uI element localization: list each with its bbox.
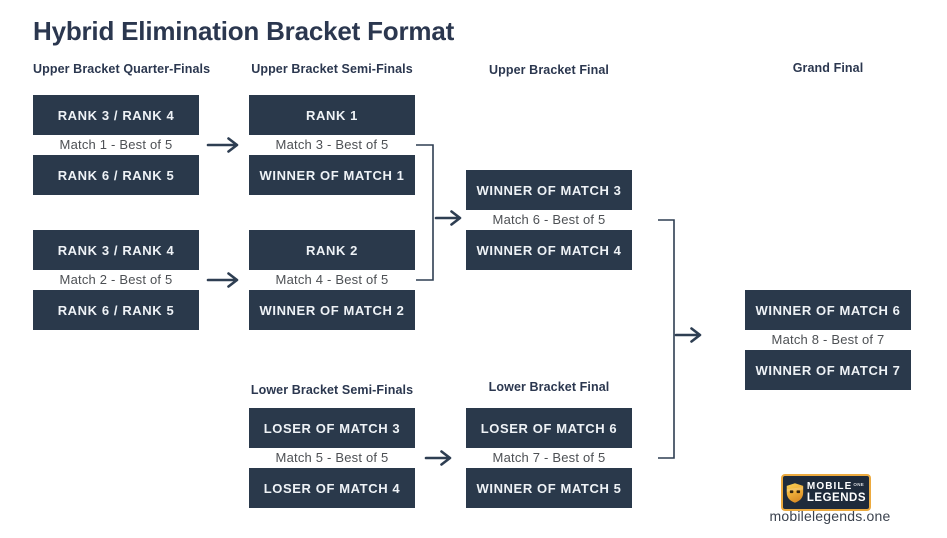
column-header-upper-semi-finals: Upper Bracket Semi-Finals	[251, 62, 413, 76]
match-label: Match 4 - Best of 5	[275, 272, 389, 287]
match-label: Match 8 - Best of 7	[771, 332, 885, 347]
team-slot-top: LOSER OF MATCH 6	[466, 408, 632, 448]
match-card-2: RANK 3 / RANK 4 Match 2 - Best of 5 RANK…	[33, 230, 199, 330]
column-header-lower-semi-finals: Lower Bracket Semi-Finals	[250, 383, 414, 397]
team-slot-bottom: WINNER OF MATCH 7	[745, 350, 911, 390]
match-card-7: LOSER OF MATCH 6 Match 7 - Best of 5 WIN…	[466, 408, 632, 508]
column-header-grand-final: Grand Final	[792, 61, 864, 75]
logo-word-legends: LEGENDS	[806, 491, 866, 504]
page-title: Hybrid Elimination Bracket Format	[33, 16, 455, 46]
match-label: Match 5 - Best of 5	[275, 450, 389, 465]
arrow-icon-match2	[206, 272, 239, 288]
website-text: mobilelegends.one	[769, 508, 891, 524]
arrow-icon-match1	[206, 137, 239, 153]
match-card-4: RANK 2 Match 4 - Best of 5 WINNER OF MAT…	[249, 230, 415, 330]
match-card-8: WINNER OF MATCH 6 Match 8 - Best of 7 WI…	[745, 290, 911, 390]
team-slot-top: RANK 3 / RANK 4	[33, 95, 199, 135]
column-header-upper-final: Upper Bracket Final	[489, 63, 609, 77]
team-slot-bottom: RANK 6 / RANK 5	[33, 290, 199, 330]
column-header-upper-quarter-finals: Upper Bracket Quarter-Finals	[33, 62, 211, 76]
team-slot-top: RANK 3 / RANK 4	[33, 230, 199, 270]
team-slot-bottom: LOSER OF MATCH 4	[249, 468, 415, 508]
match-card-5: LOSER OF MATCH 3 Match 5 - Best of 5 LOS…	[249, 408, 415, 508]
team-slot-bottom: WINNER OF MATCH 2	[249, 290, 415, 330]
team-slot-bottom: RANK 6 / RANK 5	[33, 155, 199, 195]
match-label: Match 7 - Best of 5	[492, 450, 606, 465]
match-label: Match 1 - Best of 5	[59, 137, 173, 152]
column-header-lower-final: Lower Bracket Final	[488, 380, 610, 394]
team-slot-top: RANK 2	[249, 230, 415, 270]
team-slot-top: LOSER OF MATCH 3	[249, 408, 415, 448]
match-label: Match 2 - Best of 5	[59, 272, 173, 287]
mobile-legends-logo: MOBILE ONE LEGENDS	[781, 474, 871, 511]
team-slot-top: RANK 1	[249, 95, 415, 135]
connector-line-grand	[658, 219, 675, 459]
match-card-1: RANK 3 / RANK 4 Match 1 - Best of 5 RANK…	[33, 95, 199, 195]
team-slot-bottom: WINNER OF MATCH 5	[466, 468, 632, 508]
team-slot-bottom: WINNER OF MATCH 1	[249, 155, 415, 195]
team-slot-top: WINNER OF MATCH 3	[466, 170, 632, 210]
arrow-icon-upper-final	[434, 210, 462, 226]
team-slot-bottom: WINNER OF MATCH 4	[466, 230, 632, 270]
match-label: Match 3 - Best of 5	[275, 137, 389, 152]
arrow-icon-lower-final	[424, 450, 452, 466]
logo-badge-one: ONE	[853, 481, 865, 487]
match-card-3: RANK 1 Match 3 - Best of 5 WINNER OF MAT…	[249, 95, 415, 195]
match-label: Match 6 - Best of 5	[492, 212, 606, 227]
shield-icon	[786, 482, 804, 503]
connector-line-upper	[416, 144, 434, 281]
team-slot-top: WINNER OF MATCH 6	[745, 290, 911, 330]
match-card-6: WINNER OF MATCH 3 Match 6 - Best of 5 WI…	[466, 170, 632, 270]
arrow-icon-grand-final	[674, 327, 702, 343]
logo-word-mobile: MOBILE	[806, 480, 853, 492]
